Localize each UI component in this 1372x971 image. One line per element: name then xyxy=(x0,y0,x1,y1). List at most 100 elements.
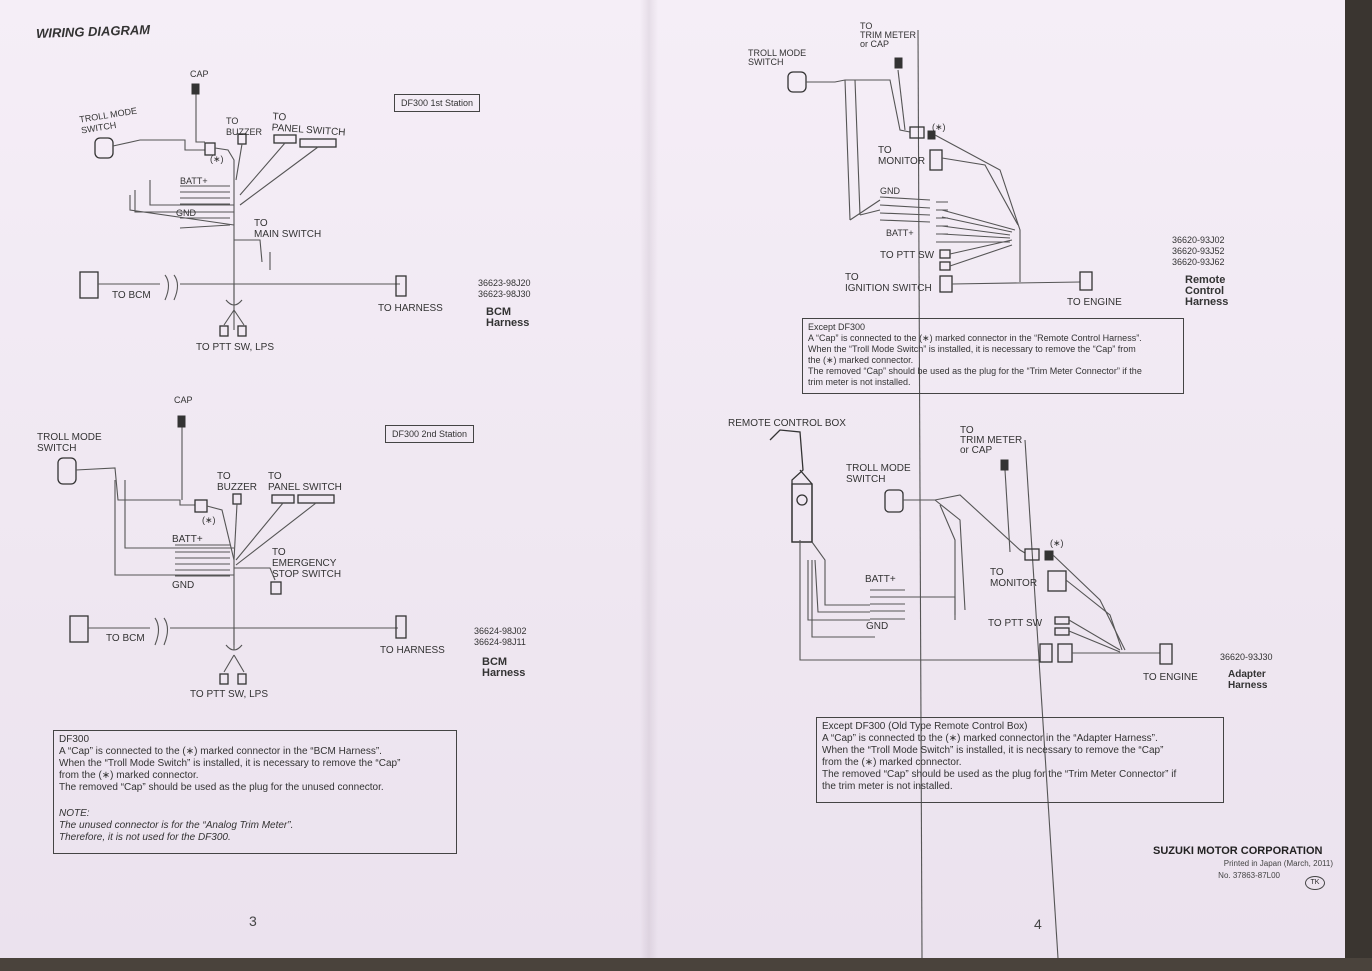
gnd-label-1: GND xyxy=(176,208,196,218)
printed-info: Printed in Japan (March, 2011) xyxy=(1223,859,1333,868)
panel-label-2: TO PANEL SWITCH xyxy=(268,471,342,493)
panel-connector-a xyxy=(273,134,297,144)
star-label-2: (∗) xyxy=(202,515,216,525)
star-connector-2 xyxy=(194,499,208,513)
star-connector-4 xyxy=(1024,548,1040,561)
table-edge xyxy=(1345,0,1372,971)
note-df300-note-head: NOTE: xyxy=(59,808,90,819)
remote-box-lever xyxy=(769,429,813,543)
buzzer-label-1: TO BUZZER xyxy=(226,116,262,137)
note-df300-head: DF300 xyxy=(59,734,90,745)
troll-switch-connector-4 xyxy=(884,489,904,513)
star-label-4: (∗) xyxy=(1050,538,1064,548)
buzzer-label-2: TO BUZZER xyxy=(217,471,257,493)
engine-connector xyxy=(1079,271,1093,291)
harness-connector-2 xyxy=(395,615,407,639)
harness-label-2: TO HARNESS xyxy=(380,645,445,656)
tk-mark: TK xyxy=(1305,876,1325,890)
remote-box-body xyxy=(791,483,813,543)
ptt-label-2: TO PTT SW, LPS xyxy=(190,689,268,700)
emergency-connector xyxy=(270,581,282,595)
gnd-label-4: GND xyxy=(866,621,889,632)
troll-label-3: TROLL MODE SWITCH xyxy=(748,48,807,67)
part-number-2: 36624-98J02 36624-98J11 xyxy=(474,626,527,647)
star-label-1: (∗) xyxy=(210,154,224,164)
troll-label-4: TROLL MODE SWITCH xyxy=(846,463,911,485)
troll-label-2: TROLL MODE SWITCH xyxy=(37,432,102,454)
batt-label-3: BATT+ xyxy=(886,228,914,238)
gnd-label-3: GND xyxy=(880,186,900,196)
cap-connector-2 xyxy=(177,415,186,428)
batt-label-2: BATT+ xyxy=(172,534,203,545)
harness-name-4: Adapter Harness xyxy=(1228,669,1268,691)
monitor-label-3: TO MONITOR xyxy=(878,145,926,167)
bcm-label-2: TO BCM xyxy=(106,633,145,644)
ignition-connector xyxy=(939,275,953,293)
note-except-df300-body: A “Cap” is connected to the (∗) marked c… xyxy=(808,333,1142,387)
bcm-connector-2 xyxy=(69,615,89,643)
remote-box-label: REMOTE CONTROL BOX xyxy=(728,418,846,429)
ptt-label-4: TO PTT SW xyxy=(988,618,1043,629)
ptt-connector-2b xyxy=(237,673,247,685)
diagram-remote-control-wires xyxy=(787,29,1093,958)
note-df300-body: A “Cap” is connected to the (∗) marked c… xyxy=(59,746,401,793)
harness-name-2: BCM Harness xyxy=(482,656,526,679)
adapter-connector-b xyxy=(1057,643,1073,663)
note-old-type-remote-body: A “Cap” is connected to the (∗) marked c… xyxy=(822,733,1177,792)
ptt-connector-2a xyxy=(219,673,229,685)
trim-cap-connector xyxy=(894,57,903,69)
troll-switch-connector xyxy=(94,137,114,159)
note-except-df300: Except DF300 A “Cap” is connected to the… xyxy=(802,318,1184,394)
star-label-3: (∗) xyxy=(932,122,946,132)
engine-connector-4 xyxy=(1159,643,1173,665)
note-old-type-remote-head: Except DF300 (Old Type Remote Control Bo… xyxy=(822,721,1028,732)
troll-switch-connector-3 xyxy=(787,71,807,93)
diagram-adapter-wires xyxy=(769,429,1173,958)
wiring-sheet xyxy=(0,0,1345,958)
trim-cap-connector-4 xyxy=(1000,459,1009,471)
part-number-4: 36620-93J30 xyxy=(1220,652,1273,662)
gnd-label-2: GND xyxy=(172,580,195,591)
note-df300-note-body: The unused connector is for the “Analog … xyxy=(59,820,294,843)
ptt-label-1: TO PTT SW, LPS xyxy=(196,342,274,353)
note-df300: DF300 A “Cap” is connected to the (∗) ma… xyxy=(53,730,457,854)
page-number-left: 3 xyxy=(249,913,257,929)
engine-label-4: TO ENGINE xyxy=(1143,672,1198,683)
monitor-connector-4 xyxy=(1047,570,1067,592)
document-number: No. 37863-87L00 xyxy=(1218,871,1280,880)
corporation-name: SUZUKI MOTOR CORPORATION xyxy=(1153,845,1323,857)
diagram-2nd-station-wires xyxy=(57,415,407,685)
monitor-label-4: TO MONITOR xyxy=(990,567,1038,589)
ignition-label: TO IGNITION SWITCH xyxy=(845,272,932,294)
page-fold xyxy=(640,0,658,958)
station-label-1: DF300 1st Station xyxy=(394,94,481,112)
monitor-connector xyxy=(929,149,943,171)
harness-connector xyxy=(395,275,407,297)
star-connector-1 xyxy=(204,142,216,156)
main-switch-label: TO MAIN SWITCH xyxy=(254,218,322,240)
panel-connector-b xyxy=(299,138,337,148)
ptt-connector-b xyxy=(237,325,247,337)
panel-connector-2b xyxy=(297,494,335,504)
trim-label-4: TO TRIM METER or CAP xyxy=(960,425,1023,456)
batt-label-4: BATT+ xyxy=(865,574,896,585)
part-number-3: 36620-93J02 36620-93J52 36620-93J62 xyxy=(1172,235,1225,267)
buzzer-connector-2 xyxy=(232,493,242,505)
page-number-right: 4 xyxy=(1034,916,1042,932)
star-connector-3 xyxy=(909,126,925,139)
cap-label-2: CAP xyxy=(174,395,193,405)
cap-connector xyxy=(191,83,200,95)
engine-label-3: TO ENGINE xyxy=(1067,297,1122,308)
troll-switch-connector-2 xyxy=(57,457,77,485)
diagram-1st-station-wires xyxy=(79,83,407,337)
note-old-type-remote: Except DF300 (Old Type Remote Control Bo… xyxy=(816,717,1224,803)
trim-label-3: TO TRIM METER or CAP xyxy=(860,21,916,49)
part-number-1: 36623-98J20 36623-98J30 xyxy=(478,278,531,299)
emergency-label: TO EMERGENCY STOP SWITCH xyxy=(272,547,342,580)
harness-name-1: BCM Harness xyxy=(486,306,530,329)
wiring-lines xyxy=(57,29,1173,958)
ptt-connector-a xyxy=(219,325,229,337)
adapter-connector-a xyxy=(1039,643,1053,663)
station-label-2: DF300 2nd Station xyxy=(385,425,475,443)
batt-label-1: BATT+ xyxy=(180,176,208,186)
